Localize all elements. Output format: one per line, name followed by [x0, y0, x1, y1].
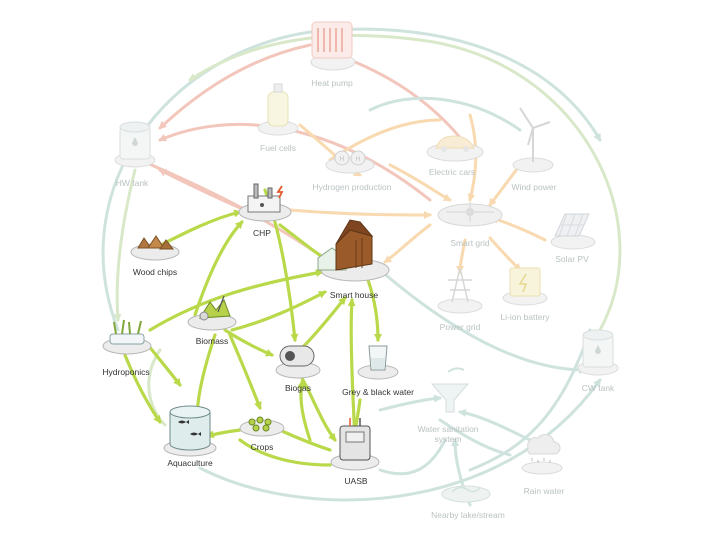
hydroponics-label: Hydroponics: [102, 367, 149, 377]
nearby-lake-node: Nearby lake/stream: [431, 485, 505, 520]
aquaculture-node: Aquaculture: [163, 405, 217, 468]
chp-label: CHP: [253, 228, 271, 238]
water-funnel-icon: [430, 367, 470, 413]
power-grid-node: Power grid: [437, 267, 483, 332]
smart-grid-node: Smart grid: [437, 202, 503, 248]
solar-pv-node: Solar PV: [550, 213, 596, 264]
water-sanitation-label-line2: system: [435, 434, 462, 444]
aquaculture-label: Aquaculture: [167, 458, 213, 468]
wood-chips-node: Wood chips: [130, 235, 180, 277]
uasb-label: UASB: [344, 476, 367, 486]
electric-cars-label: Electric cars: [429, 167, 475, 177]
smart-grid-label: Smart grid: [450, 238, 489, 248]
crops-icon: [239, 416, 285, 437]
biomass-icon: [187, 295, 237, 331]
fuel-cells-node: Fuel cells: [257, 83, 299, 153]
hydroponics-icon: [102, 319, 152, 355]
hydrogen-production-node: H H Hydrogen production: [313, 150, 392, 192]
wood-chips-label: Wood chips: [133, 267, 177, 277]
wind-power-label: Wind power: [512, 182, 557, 192]
rain-water-label: Rain water: [524, 486, 565, 496]
svg-text:H: H: [355, 156, 360, 163]
nearby-lake-label: Nearby lake/stream: [431, 510, 505, 520]
uasb-reactor-icon: [330, 418, 380, 471]
water-glass-icon: [357, 345, 399, 380]
biomass-label: Biomass: [196, 336, 229, 346]
fuel-cell-icon: [257, 83, 299, 136]
rain-cloud-icon: [521, 434, 563, 475]
biogas-tank-icon: [275, 345, 321, 379]
biomass-node: Biomass: [187, 295, 237, 346]
crops-node: Crops: [239, 416, 285, 452]
electric-car-icon: [426, 135, 484, 162]
smart-house-label: Smart house: [330, 290, 378, 300]
wind-power-node: Wind power: [512, 107, 557, 192]
cw-tank-label: CW tank: [582, 383, 615, 393]
hydrogen-icon: H H: [325, 150, 375, 174]
smart-grid-icon: [437, 202, 503, 227]
water-sanitation-node: Water sanitation system: [417, 367, 479, 444]
hydroponics-node: Hydroponics: [102, 319, 152, 377]
heat-pump-node: Heat pump: [310, 21, 356, 88]
svg-text:H: H: [339, 156, 344, 163]
rain-water-node: Rain water: [521, 434, 565, 496]
electric-cars-node: Electric cars: [426, 135, 484, 177]
crops-label: Crops: [251, 442, 274, 452]
hw-tank-label: HW tank: [116, 178, 149, 188]
grey-black-water-label: Grey & black water: [342, 387, 414, 397]
solar-pv-label: Solar PV: [555, 254, 589, 264]
smart-house-node: Smart house: [317, 219, 390, 300]
cw-tank-icon: [577, 329, 619, 376]
uasb-node: UASB: [330, 418, 380, 486]
power-grid-label: Power grid: [440, 322, 481, 332]
hw-tank-node: HW tank: [114, 121, 156, 188]
smart-house-icon: [317, 219, 390, 282]
water-sanitation-label-line1: Water sanitation: [417, 424, 478, 434]
biogas-node: Biogas: [275, 345, 321, 393]
li-ion-battery-label: Li-ion battery: [500, 312, 550, 322]
solar-panel-icon: [550, 213, 596, 250]
hw-tank-icon: [114, 121, 156, 168]
wind-turbine-icon: [512, 107, 554, 173]
chp-node: CHP: [238, 183, 292, 238]
hydrogen-production-label: Hydrogen production: [313, 182, 392, 192]
fish-tank-icon: [163, 405, 217, 457]
heat-pump-label: Heat pump: [311, 78, 353, 88]
fuel-cells-label: Fuel cells: [260, 143, 296, 153]
cw-tank-node: CW tank: [577, 329, 619, 393]
wood-chips-icon: [130, 235, 180, 261]
grey-black-water-node: Grey & black water: [342, 345, 414, 397]
li-ion-battery-node: Li-ion battery: [500, 267, 550, 322]
chp-plant-icon: [238, 183, 292, 222]
battery-icon: [502, 267, 548, 306]
power-pylon-icon: [437, 267, 483, 314]
heat-pump-icon: [310, 21, 356, 71]
lake-icon: [441, 485, 491, 503]
biogas-label: Biogas: [285, 383, 311, 393]
